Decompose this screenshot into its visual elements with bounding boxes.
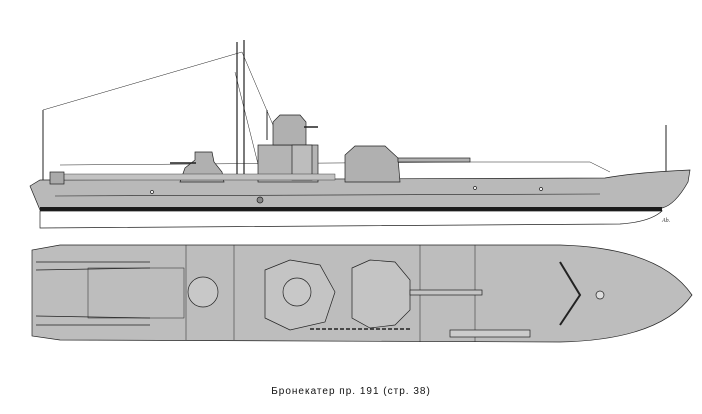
plan-view bbox=[31, 244, 693, 343]
hull-lower bbox=[39, 210, 663, 229]
deck-fittings bbox=[54, 173, 336, 181]
aft-turret-top bbox=[187, 276, 219, 308]
main-gun-barrel-top bbox=[409, 289, 483, 296]
side-view bbox=[29, 40, 691, 229]
main-gun-barrel bbox=[397, 157, 471, 163]
main-turret bbox=[344, 145, 401, 183]
artist-signature: Ab. bbox=[661, 218, 670, 224]
awning-line bbox=[59, 161, 611, 173]
engine-hatch bbox=[87, 267, 185, 319]
rails-aft bbox=[35, 261, 151, 326]
stern-box bbox=[49, 171, 65, 185]
breakwater bbox=[559, 261, 582, 326]
figure-caption: Бронекатер пр. 191 (стр. 38) bbox=[271, 386, 431, 397]
capstan bbox=[595, 290, 605, 300]
main-turret-top bbox=[351, 259, 411, 329]
porthole bbox=[150, 190, 154, 194]
liferaft bbox=[449, 329, 531, 338]
hawse bbox=[256, 196, 264, 204]
rigging-line bbox=[234, 71, 263, 181]
rub-rail bbox=[54, 193, 601, 197]
waterline-stripe bbox=[40, 207, 662, 211]
porthole bbox=[539, 187, 543, 191]
tower-cupola bbox=[282, 277, 312, 307]
porthole bbox=[473, 186, 477, 190]
conning-tower bbox=[272, 114, 307, 146]
rigging-line bbox=[42, 51, 243, 111]
